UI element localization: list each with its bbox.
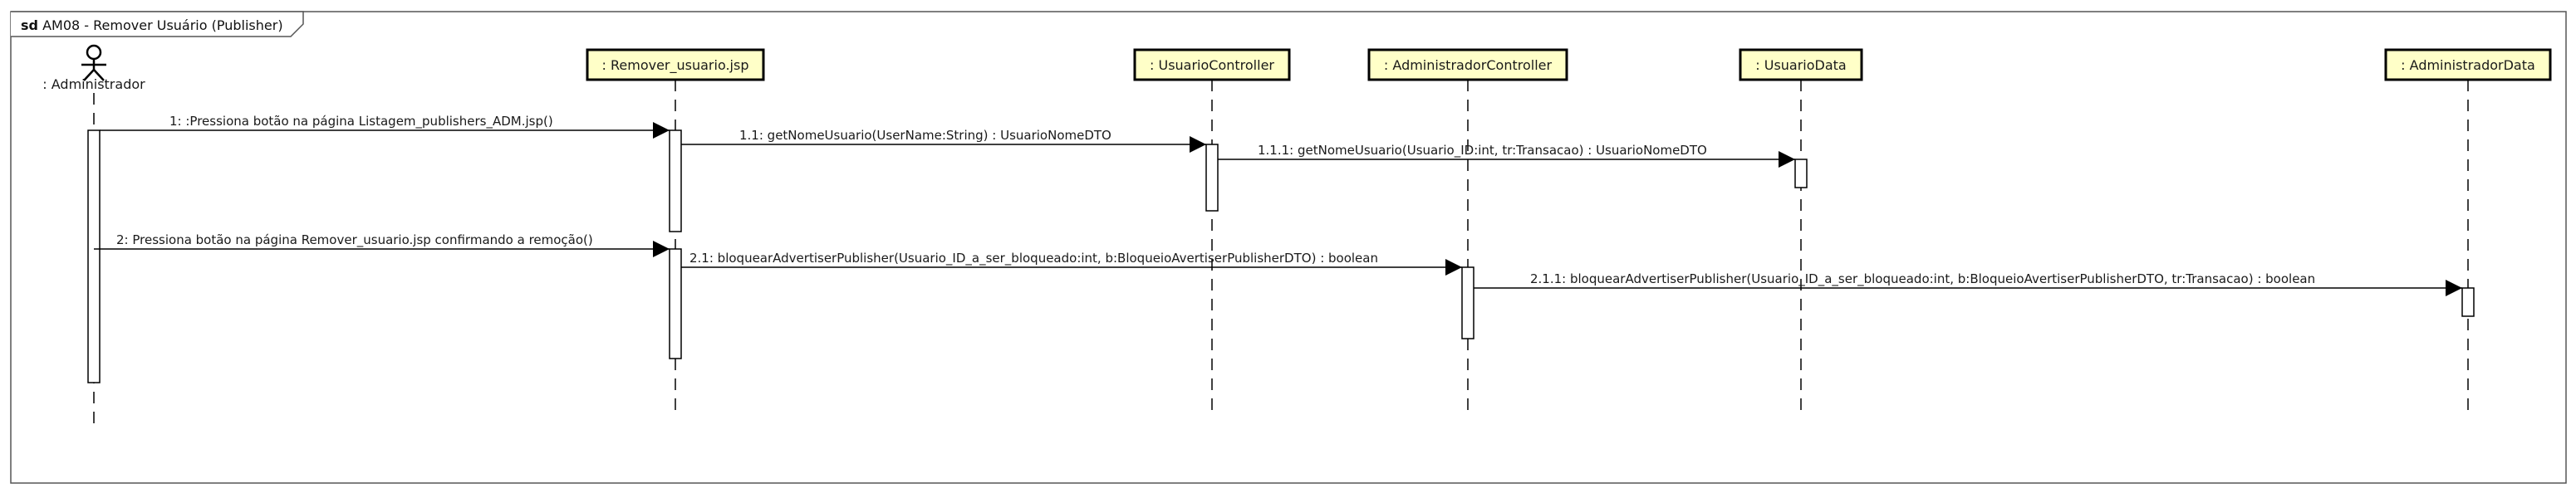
frame-title: sd AM08 - Remover Usuário (Publisher) — [21, 17, 283, 33]
actor-label: : Administrador — [42, 76, 145, 92]
participant-label: : UsuarioData — [1755, 57, 1846, 73]
activation-usuario-controller — [1205, 144, 1219, 212]
participant-usuario-data: : UsuarioData — [1739, 48, 1863, 81]
participant-administrador-controller: : AdministradorController — [1367, 48, 1568, 81]
participant-usuario-controller: : UsuarioController — [1133, 48, 1291, 81]
activation-administrador — [87, 129, 101, 383]
participant-label: : AdministradorData — [2401, 57, 2535, 73]
frame-name: AM08 - Remover Usuário (Publisher) — [42, 17, 282, 33]
frame-title-tab — [11, 11, 304, 37]
message-label-1: 1: :Pressiona botão na página Listagem_p… — [169, 114, 553, 129]
participant-label: : Remover_usuario.jsp — [602, 57, 749, 74]
message-label-1-1-1: 1.1.1: getNomeUsuario(Usuario_ID:int, tr… — [1258, 143, 1707, 159]
participant-label: : UsuarioController — [1150, 57, 1274, 73]
activation-jsp-2 — [669, 248, 682, 359]
participant-administrador-data: : AdministradorData — [2384, 48, 2552, 81]
frame-keyword: sd — [21, 17, 38, 33]
participant-label: : AdministradorController — [1384, 57, 1553, 73]
message-label-2-1-1: 2.1.1: bloquearAdvertiserPublisher(Usuar… — [1530, 271, 2315, 287]
activation-administrador-data — [2461, 287, 2475, 317]
activation-administrador-controller — [1461, 266, 1474, 339]
participant-remover-usuario-jsp: : Remover_usuario.jsp — [586, 48, 765, 81]
message-label-2: 2: Pressiona botão na página Remover_usu… — [116, 232, 593, 248]
message-label-1-1: 1.1: getNomeUsuario(UserName:String) : U… — [739, 128, 1111, 143]
actor-administrador: : Administrador — [42, 44, 145, 92]
diagram-frame — [10, 11, 2567, 484]
message-label-2-1: 2.1: bloquearAdvertiserPublisher(Usuario… — [689, 251, 1378, 266]
activation-jsp-1 — [669, 129, 682, 232]
activation-usuario-data — [1794, 159, 1808, 188]
